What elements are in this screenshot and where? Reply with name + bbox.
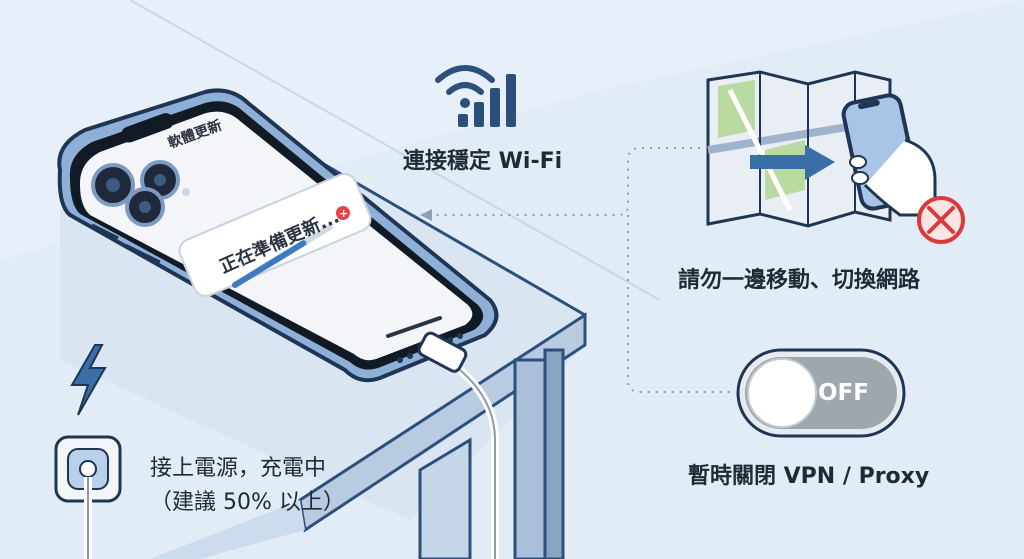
- power-label-line2: （建議 50% 以上）: [150, 490, 345, 515]
- phone: +: [57, 88, 499, 383]
- progress-bar-fill: [232, 240, 307, 288]
- power-label-line1: 接上電源，充電中: [150, 456, 327, 481]
- map-phone-icon: [706, 70, 937, 228]
- power-label: 接上電源，充電中 （建議 50% 以上）: [150, 452, 345, 520]
- movement-warning-label: 請勿一邊移動、切換網路: [678, 268, 921, 293]
- lightning-icon: [70, 344, 107, 416]
- charging-cable: [417, 331, 499, 559]
- toggle-switch-icon: [736, 348, 906, 438]
- wifi-label: 連接穩定 Wi-Fi: [403, 149, 563, 174]
- vpn-label: 暫時關閉 VPN / Proxy: [688, 464, 930, 489]
- prohibited-icon: [917, 196, 965, 244]
- connector-lines: [430, 147, 735, 393]
- toggle-state-text: OFF: [818, 380, 869, 406]
- power-outlet-icon: [54, 435, 122, 559]
- wifi-signal-icon: [435, 65, 516, 127]
- svg-text:+: +: [339, 207, 348, 220]
